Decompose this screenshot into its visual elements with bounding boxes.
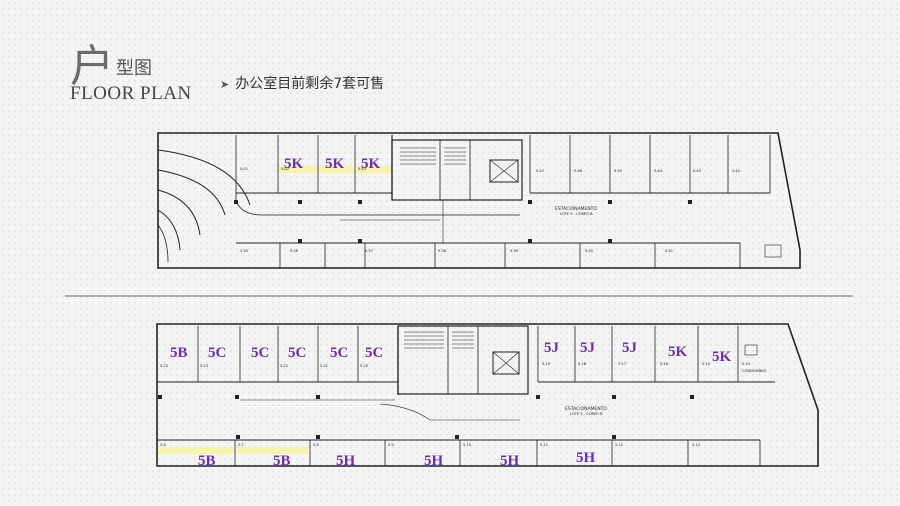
- room-code: 5.12: [615, 443, 623, 447]
- room-code: 5.46: [574, 169, 583, 173]
- room-code: 5.43: [693, 169, 701, 173]
- room-code: 5.44: [654, 169, 663, 173]
- room-code: 5.02: [281, 167, 289, 171]
- parking-label: ESTACIONAMENTO: [565, 406, 607, 412]
- unit-label: 5H: [424, 453, 444, 469]
- floor-plan-upper: [157, 132, 801, 269]
- room-code: 5.38: [438, 249, 447, 253]
- parking-label: ESTACIONAMENTO: [555, 206, 597, 212]
- unit-label: 5C: [365, 345, 383, 361]
- room-code: 5.42: [732, 169, 740, 173]
- highlight-unit: [159, 447, 233, 454]
- unit-label: 5H: [500, 453, 520, 469]
- parking-sublabel: LOTE 5 - CORPO B: [560, 212, 593, 216]
- room-code: 5.9: [388, 443, 394, 447]
- room-code: 5.18: [578, 362, 587, 366]
- availability-note-text: 办公室目前剩余7套可售: [235, 76, 385, 92]
- unit-label: 5H: [336, 453, 356, 469]
- unit-label: 5K: [712, 349, 732, 365]
- highlight-unit: [237, 447, 308, 454]
- unit-label: 5C: [208, 345, 226, 361]
- room-code: 5.40: [585, 249, 594, 253]
- room-code: 5.01: [240, 167, 248, 171]
- unit-label: 5C: [288, 345, 306, 361]
- room-code: 5.41: [665, 249, 673, 253]
- condo-label: CONDOMÍNIO: [742, 368, 767, 373]
- room-code: 5.25: [160, 364, 168, 368]
- room-code: 5.21: [320, 364, 328, 368]
- room-code: 5.23: [200, 364, 208, 368]
- room-code: 5.14: [742, 362, 751, 366]
- unit-label: 5H: [576, 450, 596, 466]
- room-code: 5.42: [358, 167, 366, 171]
- unit-label: 5J: [580, 340, 596, 356]
- unit-label: 5K: [325, 156, 345, 172]
- room-code: 5.35: [240, 249, 248, 253]
- page-title-rest: 型图: [116, 58, 152, 79]
- parking-sublabel: LOTE 5 - CORPO B: [570, 412, 603, 416]
- floor-plan-lower: [156, 323, 819, 467]
- upper-unit-labels: 5K 5K 5K: [284, 156, 381, 172]
- room-code: 5.7: [238, 443, 244, 447]
- room-code: 5.6: [160, 443, 166, 447]
- room-code: 5.45: [614, 169, 622, 173]
- room-code: 5.17: [618, 362, 626, 366]
- unit-label: 5B: [170, 345, 188, 361]
- room-code: 5.11: [540, 443, 548, 447]
- page-title-main-char: 户: [70, 41, 114, 92]
- page-subtitle: FLOOR PLAN: [70, 83, 192, 104]
- upper-room-codes: 5.01 5.02 5.42 5.47 5.46 5.45 5.44 5.43 …: [240, 167, 740, 253]
- availability-note: ➤ 办公室目前剩余7套可售: [220, 73, 384, 93]
- unit-label: 5C: [251, 345, 269, 361]
- room-code: 5.10: [463, 443, 472, 447]
- unit-label: 5K: [668, 344, 688, 360]
- bullet-arrow-icon: ➤: [220, 78, 230, 91]
- room-code: 5.20: [360, 364, 369, 368]
- unit-label: 5K: [284, 156, 304, 172]
- room-code: 5.36: [290, 249, 299, 253]
- unit-label: 5C: [330, 345, 348, 361]
- unit-label: 5J: [622, 340, 638, 356]
- highlight-unit: [319, 166, 354, 173]
- unit-label: 5B: [273, 453, 291, 469]
- room-code: 5.16: [660, 362, 669, 366]
- highlight-unit: [279, 166, 317, 173]
- room-code: 5.39: [510, 249, 519, 253]
- room-code: 5.15: [702, 362, 710, 366]
- room-code: 5.22: [280, 364, 288, 368]
- room-code: 5.13: [692, 443, 700, 447]
- unit-label: 5B: [198, 453, 216, 469]
- room-code: 5.47: [536, 169, 544, 173]
- highlight-unit: [356, 166, 391, 173]
- unit-label: 5J: [544, 340, 560, 356]
- room-code: 5.8: [313, 443, 319, 447]
- room-code: 5.37: [365, 249, 373, 253]
- lower-room-codes: 5.25 5.23 5.22 5.21 5.20 5.19 5.18 5.17 …: [160, 362, 767, 447]
- unit-label: 5K: [361, 156, 381, 172]
- room-code: 5.19: [542, 362, 551, 366]
- lower-unit-labels: 5B 5C 5C 5C 5C 5C 5J 5J 5J 5K 5K 5B 5B 5…: [170, 340, 732, 469]
